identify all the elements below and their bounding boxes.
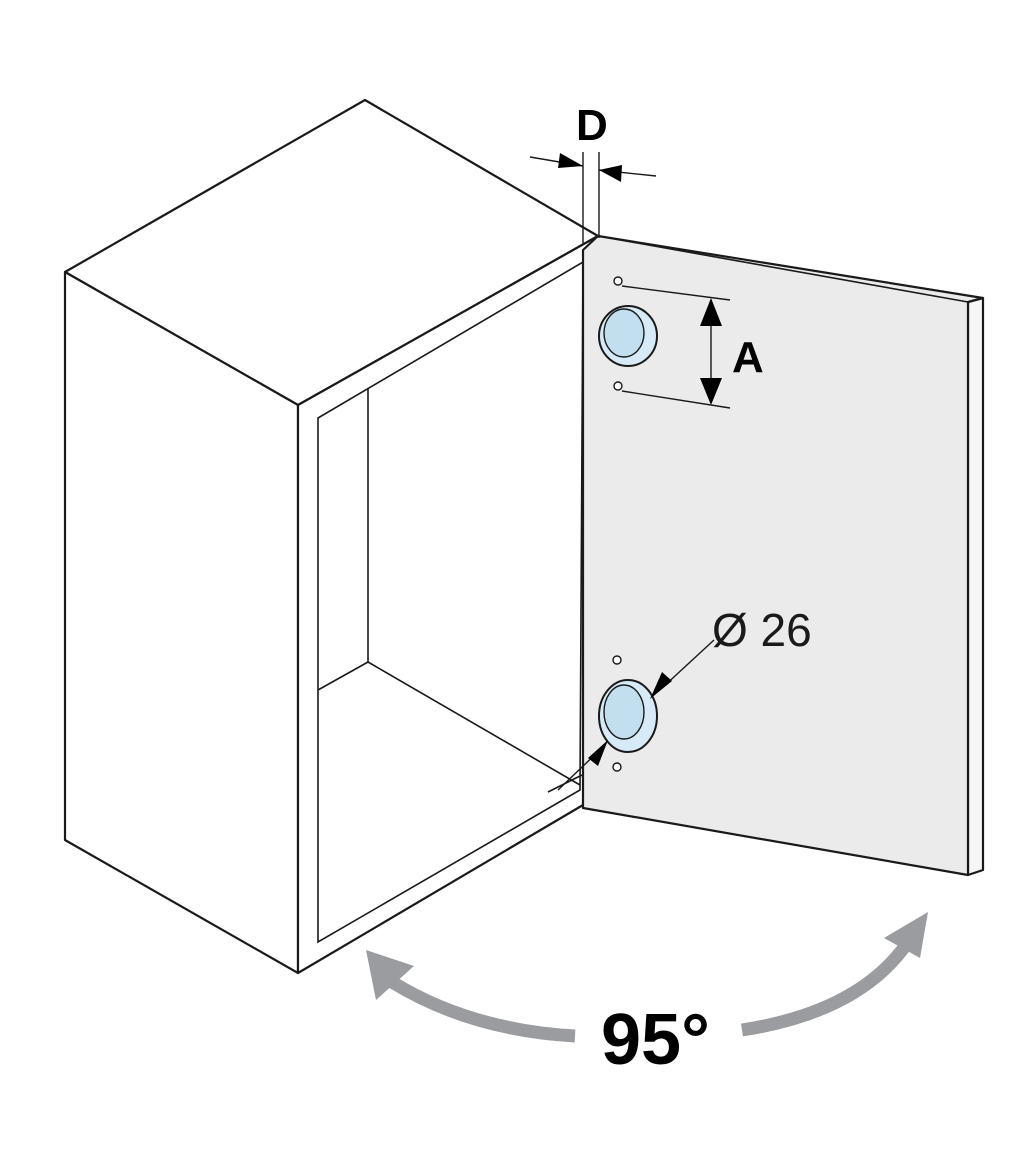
door-face xyxy=(581,234,985,877)
diameter-arrow-bottom xyxy=(588,740,608,766)
door-top-edge xyxy=(597,235,969,303)
lower-pin-hole-bottom xyxy=(612,762,622,772)
door xyxy=(581,234,985,877)
upper-hinge xyxy=(598,276,658,391)
lower-pin-hole-top xyxy=(612,655,622,665)
interior-floor-edge xyxy=(317,661,369,691)
lower-hinge xyxy=(598,655,658,772)
dimension-d-arrow-left xyxy=(558,153,583,168)
door-edge xyxy=(966,296,985,877)
dimension-a-label: A xyxy=(732,333,764,382)
dimension-a-arrow-bottom xyxy=(700,378,722,405)
lower-cup-hole-inner xyxy=(603,684,645,740)
dimension-d-arrow-right xyxy=(599,165,622,182)
cabinet-opening xyxy=(317,260,584,944)
dimension-a: A xyxy=(621,285,764,409)
opening-angle: 95° xyxy=(366,912,928,1080)
diameter-label: Ø 26 xyxy=(712,604,812,656)
dimension-a-extension-top xyxy=(621,285,731,301)
dimension-d: D xyxy=(529,101,657,245)
upper-cup-hole-inner xyxy=(603,308,645,358)
upper-pin-hole-bottom xyxy=(613,381,623,391)
dimension-a-arrow-top xyxy=(700,298,722,326)
opening-angle-label: 95° xyxy=(601,1000,710,1080)
upper-pin-hole-top xyxy=(613,276,623,286)
interior-floor-diagonal xyxy=(367,661,581,786)
swing-arc-right xyxy=(741,938,914,1037)
swing-arrowhead-left xyxy=(366,950,414,1000)
swing-arrowhead-right xyxy=(884,912,928,958)
dimension-diameter: Ø 26 xyxy=(557,604,812,791)
dimension-a-extension-bottom xyxy=(621,390,731,409)
diameter-arrow-top xyxy=(650,672,672,699)
dimension-d-label: D xyxy=(576,101,608,150)
swing-arc-left xyxy=(388,976,576,1043)
cabinet xyxy=(63,98,600,975)
